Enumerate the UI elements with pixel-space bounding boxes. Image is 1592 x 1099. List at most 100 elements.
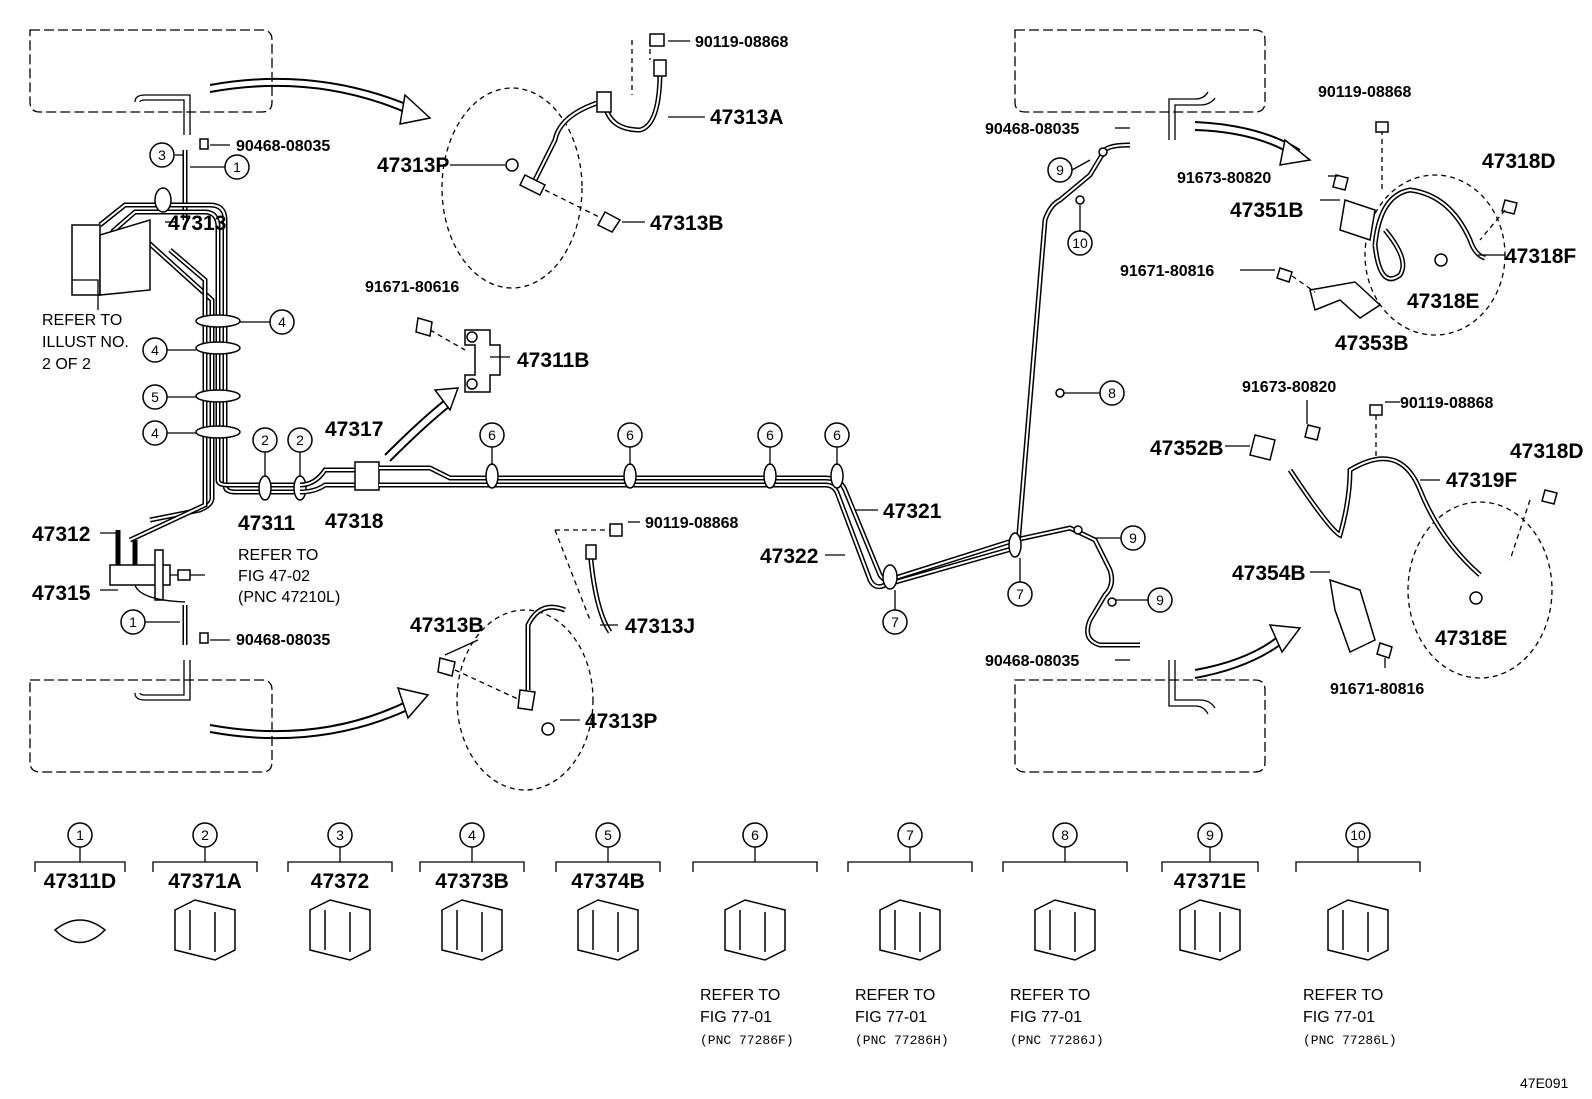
- legend-number: 7: [906, 827, 914, 843]
- legend-part-number: 47311D: [44, 870, 116, 893]
- front-right-wheel-area: [1014, 29, 1266, 113]
- svg-text:5: 5: [151, 389, 159, 405]
- legend-item-3: 3 47372: [287, 822, 393, 961]
- svg-text:1: 1: [129, 614, 137, 630]
- label-91673-80820-b: 91673-80820: [1242, 379, 1336, 396]
- label-47313A: 47313A: [710, 106, 784, 129]
- legend-reference-line: REFER TO: [700, 987, 780, 1004]
- label-47313: 47313: [168, 212, 226, 235]
- clamp-icon: [1034, 899, 1096, 961]
- label-47353B: 47353B: [1335, 332, 1409, 355]
- legend-bracket: [34, 847, 126, 872]
- arrow-front-left: [209, 77, 432, 125]
- legend-number: 10: [1350, 827, 1366, 843]
- front-left-wheel-area: [29, 29, 273, 113]
- note-illust-2: ILLUST NO.: [42, 334, 129, 351]
- label-90119-08868-a: 90119-08868: [695, 34, 789, 51]
- label-47317: 47317: [325, 418, 383, 441]
- clamp-icon: [174, 899, 236, 961]
- legend-item-5: 5 47374B: [555, 822, 661, 961]
- figure-code: 47E091: [1520, 1075, 1568, 1091]
- clamp-icon: [309, 899, 371, 961]
- legend-bracket: [1295, 847, 1421, 872]
- svg-text:8: 8: [1108, 385, 1116, 401]
- clamp-icon: [724, 899, 786, 961]
- label-47312: 47312: [32, 523, 90, 546]
- label-47313B-a: 47313B: [650, 212, 724, 235]
- note-fig4702-3: (PNC 47210L): [238, 589, 340, 606]
- legend-reference-line: (PNC 77286L): [1303, 1033, 1397, 1048]
- svg-text:3: 3: [158, 147, 166, 163]
- label-90468-08035-c: 90468-08035: [985, 121, 1079, 138]
- label-47318D-a: 47318D: [1482, 150, 1556, 173]
- legend-bracket: [555, 847, 661, 872]
- label-90119-08868-b: 90119-08868: [645, 515, 739, 532]
- label-90119-08868-d: 90119-08868: [1400, 395, 1494, 412]
- label-47319F: 47319F: [1446, 469, 1517, 492]
- label-47318: 47318: [325, 510, 384, 533]
- svg-text:7: 7: [891, 614, 899, 630]
- label-47311: 47311: [238, 512, 296, 535]
- svg-text:1: 1: [233, 159, 241, 175]
- label-47322: 47322: [760, 545, 818, 568]
- label-47313P-b: 47313P: [585, 710, 657, 733]
- label-47354B: 47354B: [1232, 562, 1306, 585]
- legend-number: 6: [751, 827, 759, 843]
- svg-text:4: 4: [278, 314, 286, 330]
- svg-text:9: 9: [1129, 530, 1137, 546]
- rear-left-hose-detail: [437, 523, 623, 791]
- legend-bracket: [1161, 847, 1259, 872]
- label-47313J: 47313J: [625, 615, 695, 638]
- legend-number: 5: [604, 827, 612, 843]
- svg-text:4: 4: [151, 425, 159, 441]
- legend-reference-line: FIG 77-01: [1010, 1009, 1082, 1026]
- note-fig4702-1: REFER TO: [238, 547, 318, 564]
- legend-item-1: 1 47311D: [34, 822, 126, 944]
- label-47318D-b: 47318D: [1510, 440, 1584, 463]
- legend-number: 1: [76, 827, 84, 843]
- proportioning-valve: [109, 530, 205, 645]
- svg-text:9: 9: [1056, 162, 1064, 178]
- circle-markers: 1 3 4 4 5 4 2 2 1 6 6 6 6 7 7 8 9 10 9 9: [120, 142, 1173, 635]
- label-91671-80616: 91671-80616: [365, 279, 459, 296]
- label-90468-08035-b: 90468-08035: [236, 632, 330, 649]
- svg-text:9: 9: [1156, 592, 1164, 608]
- legend-reference-line: (PNC 77286H): [855, 1033, 949, 1048]
- legend-bracket: [847, 847, 973, 872]
- legend-reference-line: (PNC 77286J): [1010, 1033, 1104, 1048]
- label-90468-08035-a: 90468-08035: [236, 138, 330, 155]
- label-91671-80816-a: 91671-80816: [1120, 263, 1214, 280]
- arrow-front-right: [1194, 121, 1312, 166]
- label-47321: 47321: [883, 500, 942, 523]
- label-47311B: 47311B: [517, 349, 589, 372]
- label-47318F: 47318F: [1505, 245, 1576, 268]
- legend-reference-line: FIG 77-01: [700, 1009, 772, 1026]
- label-90468-08035-d: 90468-08035: [985, 653, 1079, 670]
- legend-part-number: 47374B: [571, 870, 645, 893]
- rear-left-wheel-area: [29, 679, 273, 773]
- legend-number: 3: [336, 827, 344, 843]
- legend-part-number: 47372: [311, 870, 369, 893]
- master-cylinder-hint: [71, 218, 151, 296]
- legend-part-number: 47371E: [1174, 870, 1246, 893]
- legend-reference-line: FIG 77-01: [855, 1009, 927, 1026]
- svg-text:2: 2: [296, 432, 304, 448]
- legend-reference-line: REFER TO: [855, 987, 935, 1004]
- note-illust-1: REFER TO: [42, 312, 122, 329]
- legend-reference-line: REFER TO: [1010, 987, 1090, 1004]
- legend-item-9: 9 47371E: [1161, 822, 1259, 961]
- note-illust-3: 2 OF 2: [42, 356, 91, 373]
- clamp-icon: [441, 899, 503, 961]
- label-91673-80820-a: 91673-80820: [1177, 170, 1271, 187]
- label-47351B: 47351B: [1230, 199, 1304, 222]
- legend-number: 9: [1206, 827, 1214, 843]
- svg-text:4: 4: [151, 342, 159, 358]
- front-left-hose-detail: [441, 33, 667, 289]
- svg-text:2: 2: [261, 432, 269, 448]
- legend-bracket: [692, 847, 818, 872]
- legend-part-number: 47371A: [168, 870, 242, 893]
